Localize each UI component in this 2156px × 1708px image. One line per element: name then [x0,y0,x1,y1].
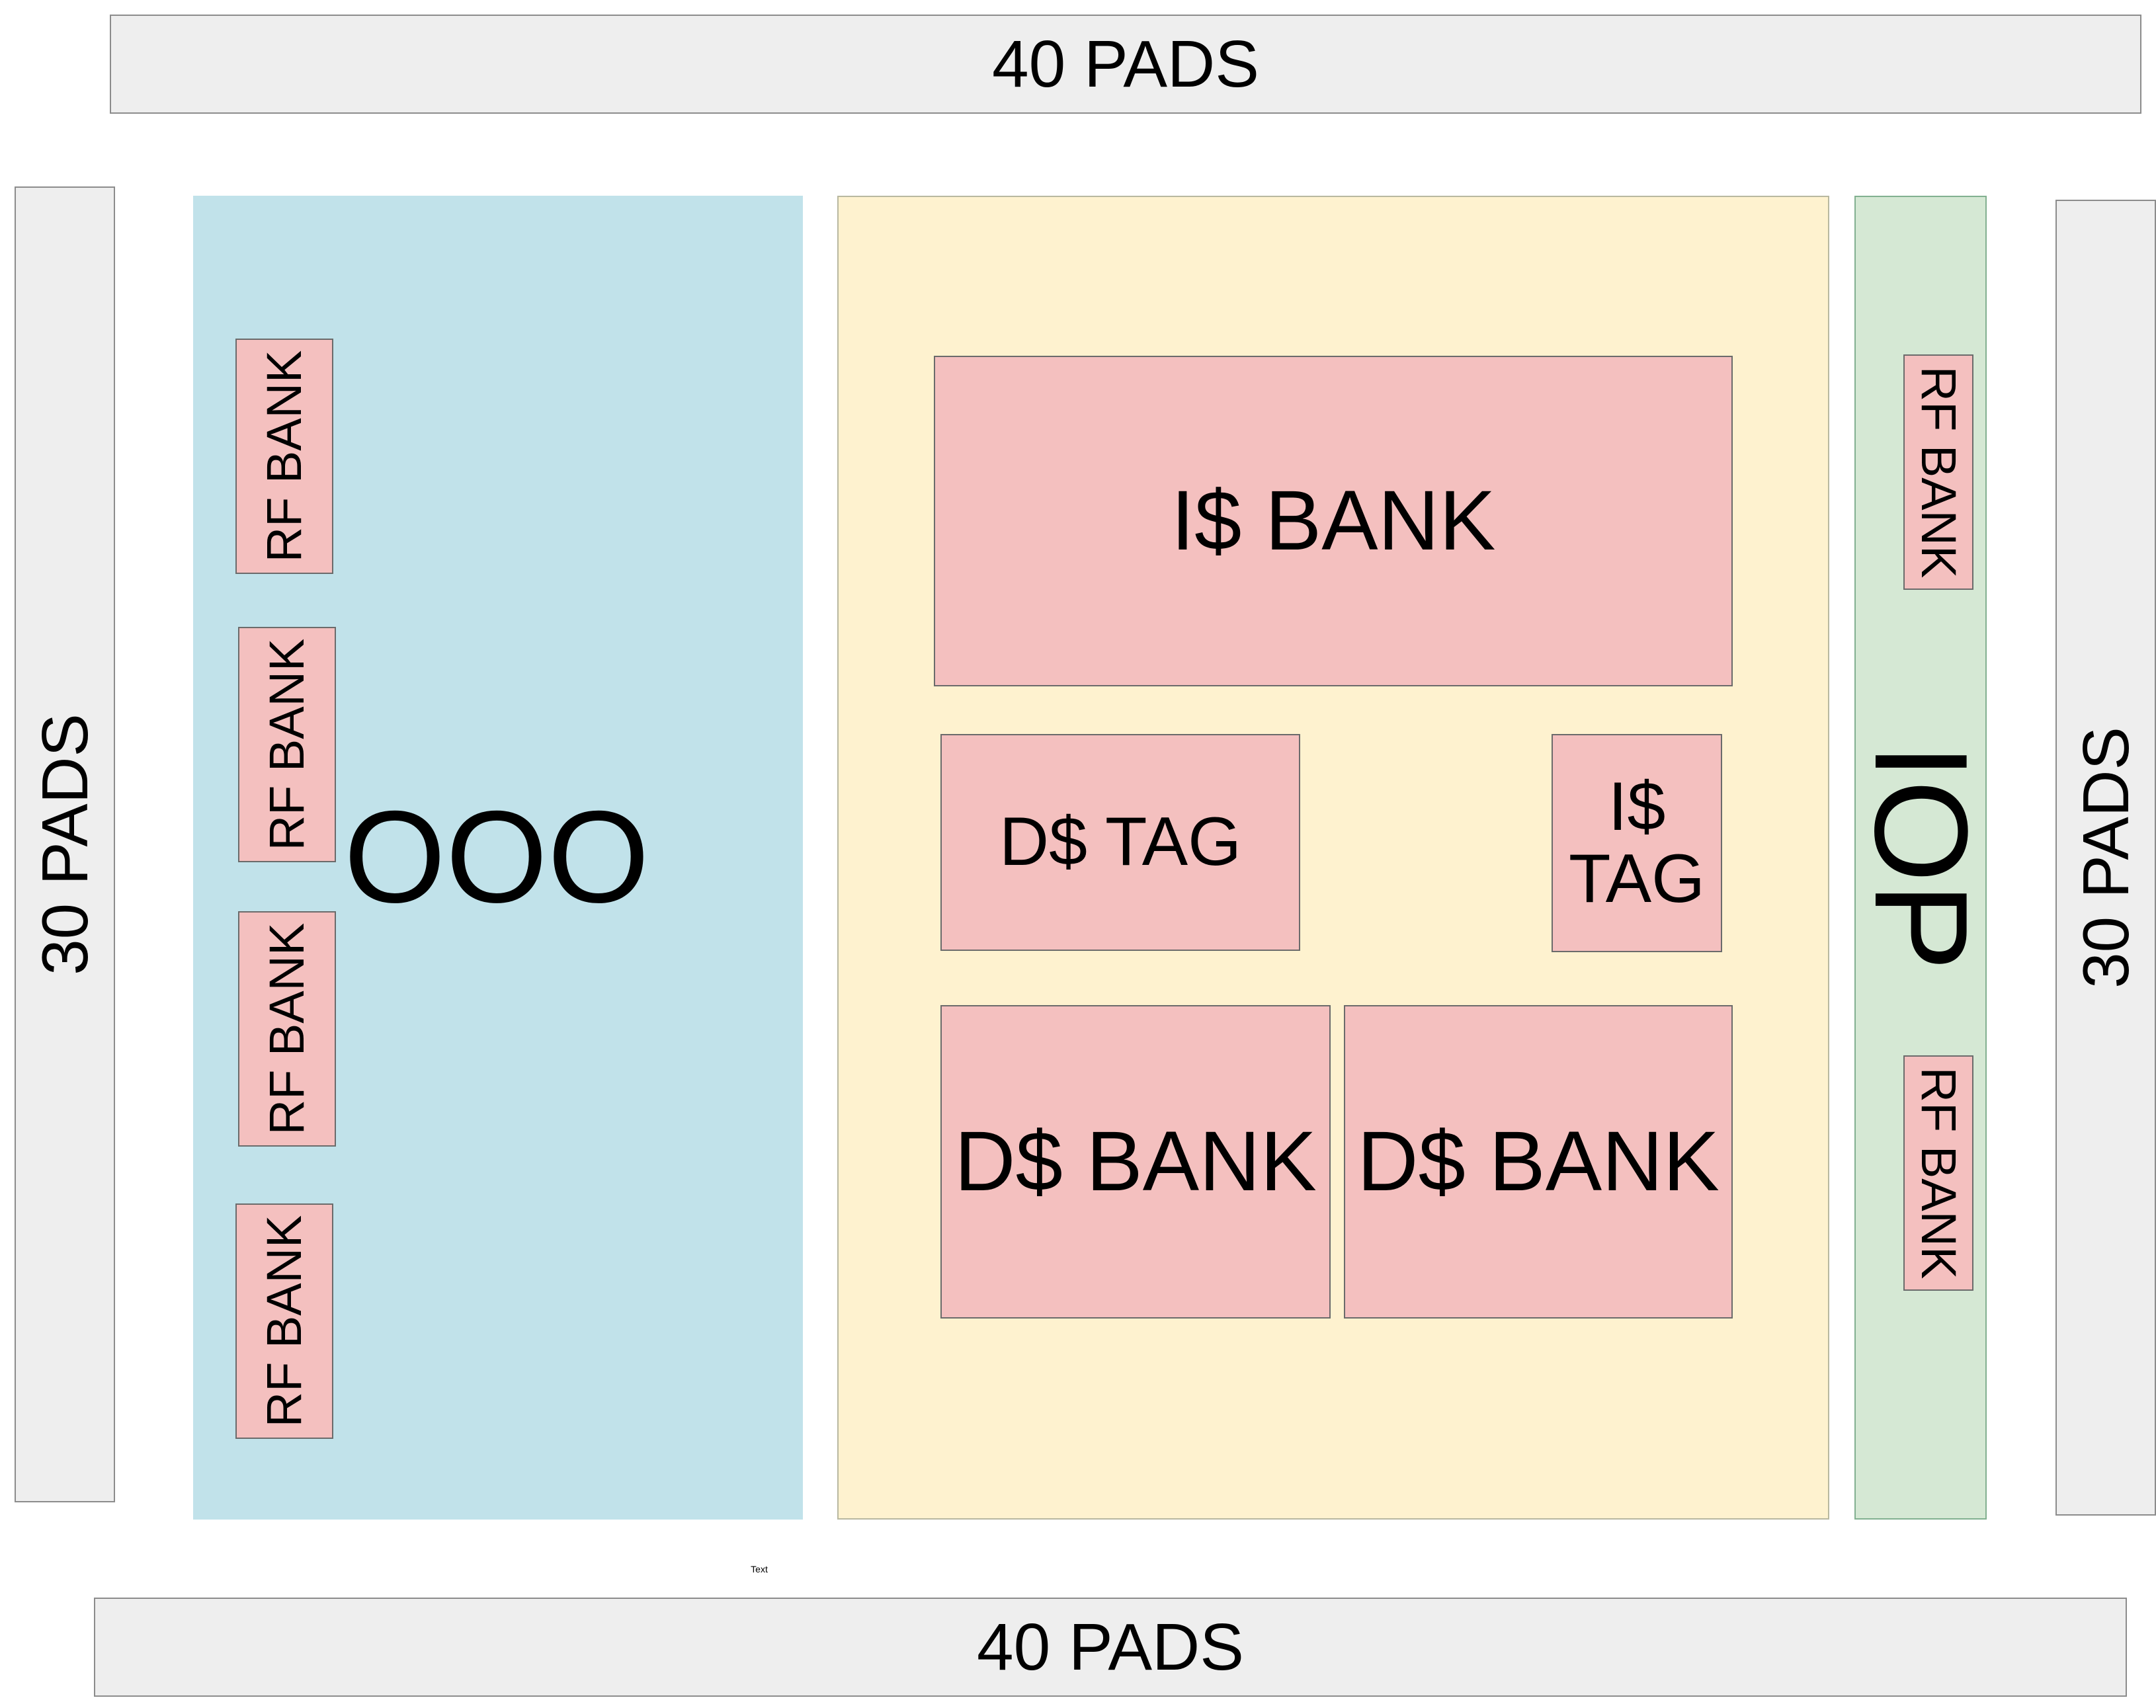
pads-bottom: 40 PADS [94,1598,2127,1697]
ooo-rf-bank-label: RF BANK [257,350,311,563]
iop-rf-bank-label: RF BANK [1911,1067,1966,1280]
ooo-rf-bank: RF BANK [235,1203,333,1439]
dcache-tag: D$ TAG [940,734,1300,951]
iop-rf-bank-label: RF BANK [1911,366,1966,579]
ooo-label: OOO [343,784,650,930]
icache-tag: I$ TAG [1552,734,1722,952]
pads-top: 40 PADS [110,15,2141,114]
icache-tag-label: I$ TAG [1568,768,1706,917]
dcache-tag-label: D$ TAG [999,803,1242,881]
dcache-bank-label: D$ BANK [1357,1114,1720,1209]
pads-right: 30 PADS [2055,200,2156,1516]
ooo-rf-bank-label: RF BANK [259,922,314,1135]
icache-bank-label: I$ BANK [1171,473,1496,568]
dcache-bank: D$ BANK [940,1005,1331,1319]
pads-right-label: 30 PADS [2069,727,2142,989]
icache-bank: I$ BANK [934,356,1733,686]
stray-text-label: Text [751,1564,768,1574]
pads-left: 30 PADS [15,186,115,1502]
iop-rf-bank: RF BANK [1903,1055,1973,1291]
iop-label-container: IOP [1847,725,1995,989]
pads-left-label: 30 PADS [28,713,101,975]
iop-label: IOP [1847,743,1995,971]
dcache-bank: D$ BANK [1344,1005,1733,1319]
pads-bottom-label: 40 PADS [977,1609,1244,1684]
iop-rf-bank: RF BANK [1903,354,1973,590]
dcache-bank-label: D$ BANK [954,1114,1317,1209]
pads-top-label: 40 PADS [992,26,1259,101]
ooo-rf-bank-label: RF BANK [259,638,314,851]
ooo-rf-bank: RF BANK [235,339,333,574]
ooo-rf-bank-label: RF BANK [257,1215,311,1428]
ooo-rf-bank: RF BANK [238,911,336,1147]
ooo-rf-bank: RF BANK [238,627,336,862]
